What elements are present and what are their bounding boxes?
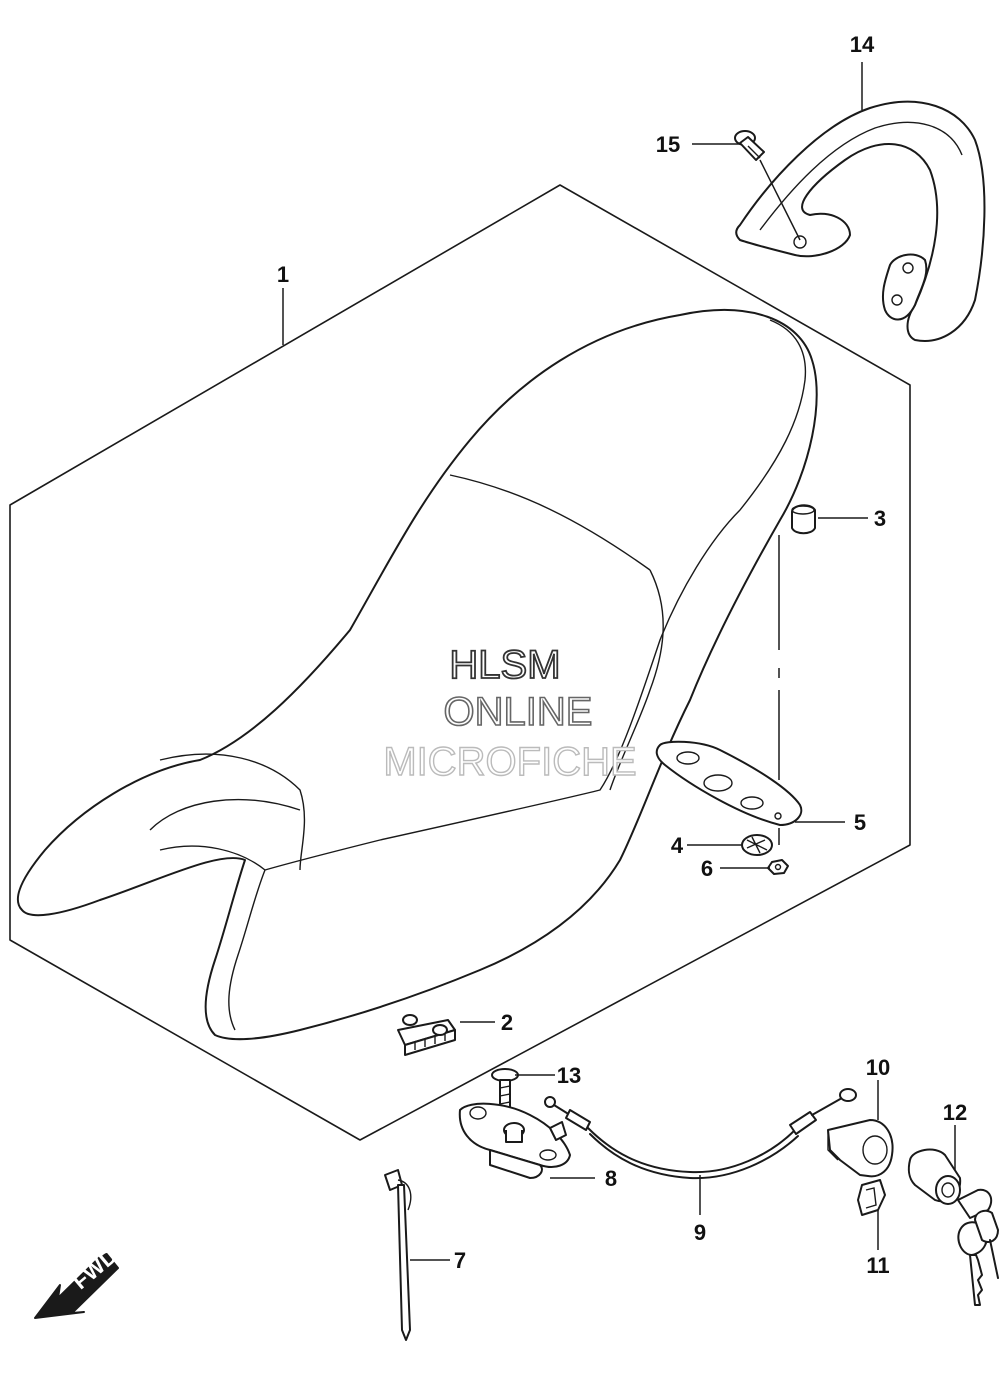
callout-7[interactable]: 7 (454, 1248, 466, 1273)
callout-14[interactable]: 14 (850, 32, 875, 57)
callout-5[interactable]: 5 (854, 810, 866, 835)
watermark: HLSM ONLINE MICROFICHE (383, 642, 638, 785)
callout-4[interactable]: 4 (671, 833, 684, 858)
assembly-boundary (9, 184, 911, 1141)
part-3-cushion[interactable] (791, 504, 816, 535)
part-10-lock-bracket[interactable] (827, 1119, 894, 1178)
part-7-cable-tie[interactable] (384, 1169, 412, 1341)
watermark-line-3: MICROFICHE (383, 740, 636, 784)
callout-10[interactable]: 10 (866, 1055, 890, 1080)
part-11-clip[interactable] (857, 1179, 886, 1216)
part-1-seat[interactable] (16, 309, 818, 1041)
part-13-screw[interactable] (491, 1068, 519, 1111)
callout-13[interactable]: 13 (557, 1063, 581, 1088)
callout-6[interactable]: 6 (701, 856, 713, 881)
part-12-lock-set[interactable] (907, 1148, 999, 1306)
callout-12[interactable]: 12 (943, 1100, 967, 1125)
fwd-arrow: FWD (34, 1243, 122, 1319)
callout-15[interactable]: 15 (656, 132, 680, 157)
callout-11[interactable]: 11 (866, 1253, 889, 1278)
part-6-nut[interactable] (767, 859, 789, 875)
callout-8[interactable]: 8 (605, 1166, 617, 1191)
part-8-seat-lock[interactable] (458, 1102, 571, 1179)
callout-3[interactable]: 3 (874, 506, 886, 531)
leader-lines (282, 62, 956, 1261)
part-9-cable[interactable] (544, 1088, 857, 1180)
part-14-grab-rail[interactable] (735, 100, 986, 342)
part-4-damper[interactable] (741, 834, 773, 856)
part-2-grommet[interactable] (397, 1014, 456, 1056)
part-15-bolt[interactable] (734, 130, 765, 161)
watermark-line-1: HLSM (449, 643, 560, 687)
watermark-line-2: ONLINE (444, 690, 593, 734)
callout-2[interactable]: 2 (501, 1010, 513, 1035)
callouts: 1 2 3 4 5 6 7 8 9 10 11 12 13 14 15 (277, 32, 967, 1278)
part-5-bracket[interactable] (655, 740, 803, 826)
callout-1[interactable]: 1 (277, 262, 289, 287)
grab-rail-bolt-line (759, 159, 801, 241)
callout-9[interactable]: 9 (694, 1220, 706, 1245)
